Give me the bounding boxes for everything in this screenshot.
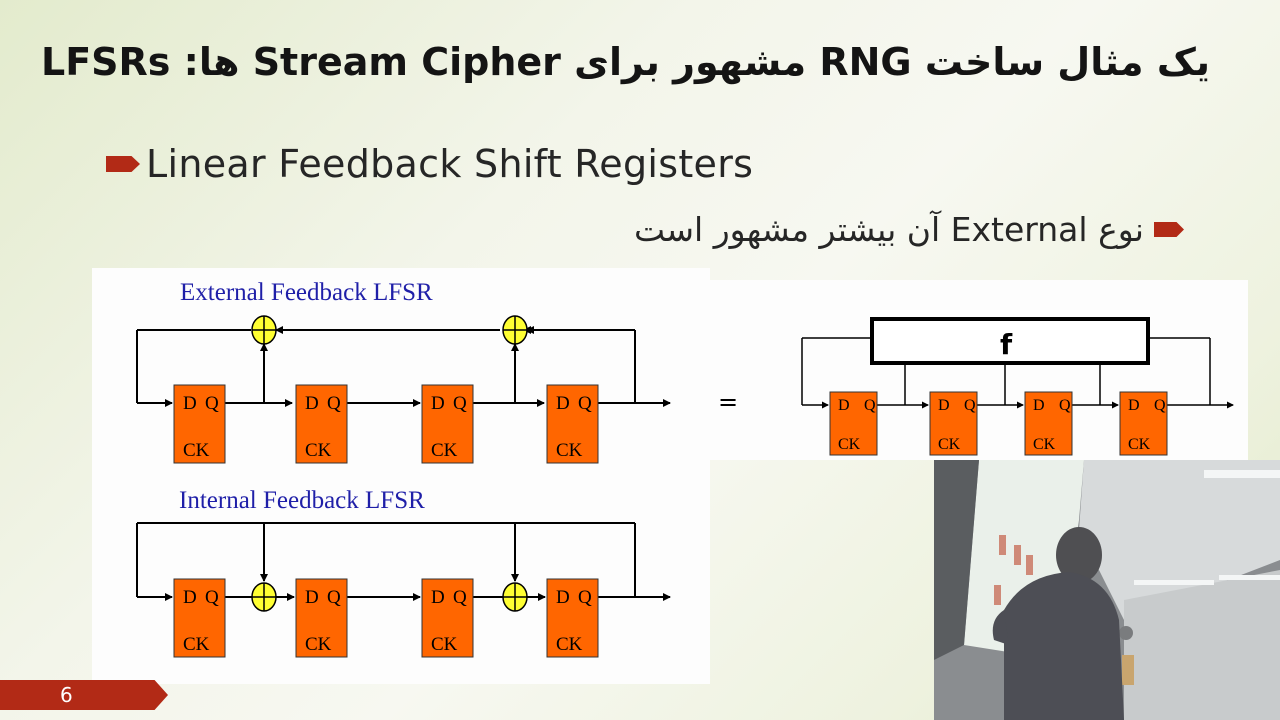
svg-text:CK: CK <box>431 440 458 461</box>
xor-gate-icon <box>502 582 528 612</box>
xor-gate-icon <box>251 315 277 345</box>
svg-text:D: D <box>556 393 570 414</box>
svg-text:D: D <box>431 393 445 414</box>
lfsr-diagrams-panel: External Feedback LFSR <box>92 268 710 684</box>
svg-text:CK: CK <box>1128 436 1151 453</box>
svg-text:D: D <box>1033 397 1045 414</box>
svg-text:Q: Q <box>578 587 592 608</box>
svg-text:D: D <box>1128 397 1140 414</box>
svg-text:CK: CK <box>1033 436 1056 453</box>
bullet-level-1: Linear Feedback Shift Registers <box>106 142 753 186</box>
svg-text:Q: Q <box>1154 397 1166 414</box>
flip-flop-register: D Q CK <box>929 391 978 456</box>
flip-flop-register: D Q CK <box>173 384 226 464</box>
arrow-bullet-icon <box>106 156 140 172</box>
xor-gate-icon <box>251 582 277 612</box>
svg-text:D: D <box>431 587 445 608</box>
svg-text:CK: CK <box>183 634 210 655</box>
flip-flop-register: D Q CK <box>421 578 474 658</box>
svg-text:Q: Q <box>453 393 467 414</box>
svg-text:D: D <box>838 397 850 414</box>
svg-text:D: D <box>938 397 950 414</box>
flip-flop-register: D Q CK <box>295 384 348 464</box>
xor-gate-icon <box>502 315 528 345</box>
svg-text:CK: CK <box>305 634 332 655</box>
svg-text:CK: CK <box>431 634 458 655</box>
flip-flop-register: D Q CK <box>546 384 599 464</box>
function-label: f <box>1000 328 1013 361</box>
svg-text:D: D <box>305 393 319 414</box>
svg-text:Q: Q <box>205 393 219 414</box>
svg-text:Q: Q <box>205 587 219 608</box>
lecturer-video-frame <box>934 460 1280 720</box>
function-box <box>870 317 1150 365</box>
external-lfsr-title: External Feedback LFSR <box>180 279 433 306</box>
flip-flop-register: D Q CK <box>173 578 226 658</box>
svg-text:Q: Q <box>1059 397 1071 414</box>
flip-flop-register: D Q CK <box>546 578 599 658</box>
svg-text:D: D <box>183 393 197 414</box>
internal-lfsr-title: Internal Feedback LFSR <box>179 487 425 514</box>
svg-text:D: D <box>556 587 570 608</box>
svg-text:CK: CK <box>556 440 583 461</box>
bullet-text: Linear Feedback Shift Registers <box>146 142 754 186</box>
flip-flop-register: D Q CK <box>421 384 474 464</box>
arrow-bullet-icon <box>1154 222 1184 237</box>
svg-text:CK: CK <box>183 440 210 461</box>
svg-text:D: D <box>305 587 319 608</box>
flip-flop-register: D Q CK <box>829 391 878 456</box>
lfsr-diagrams: External Feedback LFSR <box>136 279 671 658</box>
webcam-overlay <box>934 460 1280 720</box>
svg-text:Q: Q <box>964 397 976 414</box>
svg-text:CK: CK <box>556 634 583 655</box>
svg-text:Q: Q <box>864 397 876 414</box>
svg-text:Q: Q <box>453 587 467 608</box>
bullet-level-2: نوع External آن بیشتر مشهور است <box>634 210 1184 249</box>
slide-number-badge: 6 <box>0 680 168 710</box>
svg-text:D: D <box>183 587 197 608</box>
slide-title: یک مثال ساخت RNG مشهور برای Stream Ciphe… <box>40 40 1210 84</box>
flip-flop-register: D Q CK <box>295 578 348 658</box>
svg-text:Q: Q <box>578 393 592 414</box>
svg-text:Q: Q <box>327 587 341 608</box>
equals-sign: = <box>718 388 738 416</box>
equivalent-lfsr-panel: = f D Q CK D Q CK <box>710 280 1248 460</box>
bullet-text: نوع External آن بیشتر مشهور است <box>634 210 1144 249</box>
svg-text:CK: CK <box>305 440 332 461</box>
flip-flop-register: D Q CK <box>1024 391 1073 456</box>
flip-flop-register: D Q CK <box>1119 391 1168 456</box>
svg-text:Q: Q <box>327 393 341 414</box>
svg-text:CK: CK <box>938 436 961 453</box>
svg-text:CK: CK <box>838 436 861 453</box>
equivalent-lfsr-diagram: = f D Q CK D Q CK <box>718 317 1234 456</box>
